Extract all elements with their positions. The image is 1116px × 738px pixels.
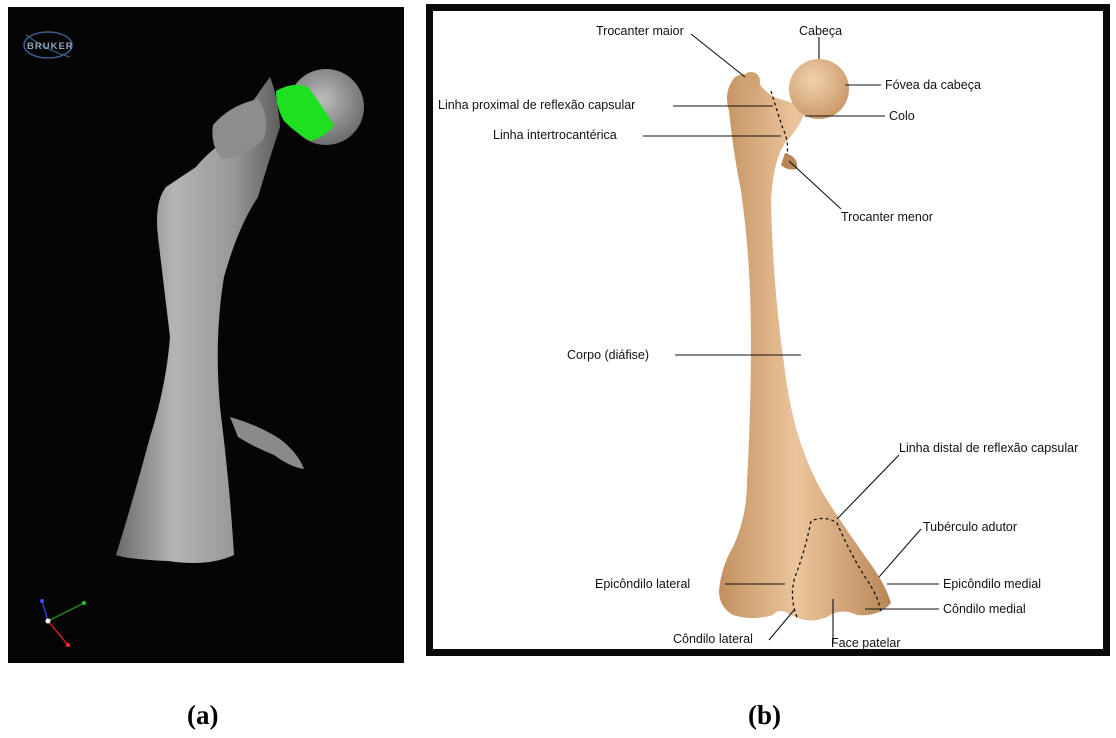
caption-a: (a) — [187, 700, 218, 731]
greater-trochanter — [742, 72, 760, 90]
label-linha-distal: Linha distal de reflexão capsular — [899, 441, 1078, 455]
femur-bone — [719, 74, 891, 620]
label-fovea: Fóvea da cabeça — [885, 78, 981, 92]
label-corpo: Corpo (diáfise) — [567, 348, 649, 362]
microct-render: BRUKER — [8, 7, 404, 663]
label-epicondilo-medial: Epicôndilo medial — [943, 577, 1041, 591]
orientation-axes-icon — [40, 599, 86, 647]
label-cabeca: Cabeça — [799, 24, 842, 38]
bruker-logo: BRUKER — [24, 32, 74, 58]
label-face-patelar: Face patelar — [831, 636, 900, 649]
label-epicondilo-lateral: Epicôndilo lateral — [595, 577, 690, 591]
caption-b: (b) — [748, 700, 781, 731]
label-linha-proximal: Linha proximal de reflexão capsular — [438, 98, 635, 112]
label-colo: Colo — [889, 109, 915, 123]
femur-diagram-panel: Trocanter maior Cabeça Fóvea da cabeça L… — [426, 4, 1110, 656]
label-trocanter-maior: Trocanter maior — [596, 24, 684, 38]
label-trocanter-menor: Trocanter menor — [841, 210, 933, 224]
microct-panel: BRUKER — [8, 7, 404, 663]
label-linha-intertrocanterica: Linha intertrocantérica — [493, 128, 617, 142]
label-condilo-lateral: Côndilo lateral — [673, 632, 753, 646]
microct-fragment — [230, 417, 304, 469]
femur-head — [789, 59, 849, 119]
microct-bone-shaft — [116, 77, 280, 563]
label-condilo-medial: Côndilo medial — [943, 602, 1026, 616]
logo-text: BRUKER — [27, 41, 74, 52]
label-tuberculo-adutor: Tubérculo adutor — [923, 520, 1017, 534]
femur-diagram: Trocanter maior Cabeça Fóvea da cabeça L… — [433, 11, 1103, 649]
